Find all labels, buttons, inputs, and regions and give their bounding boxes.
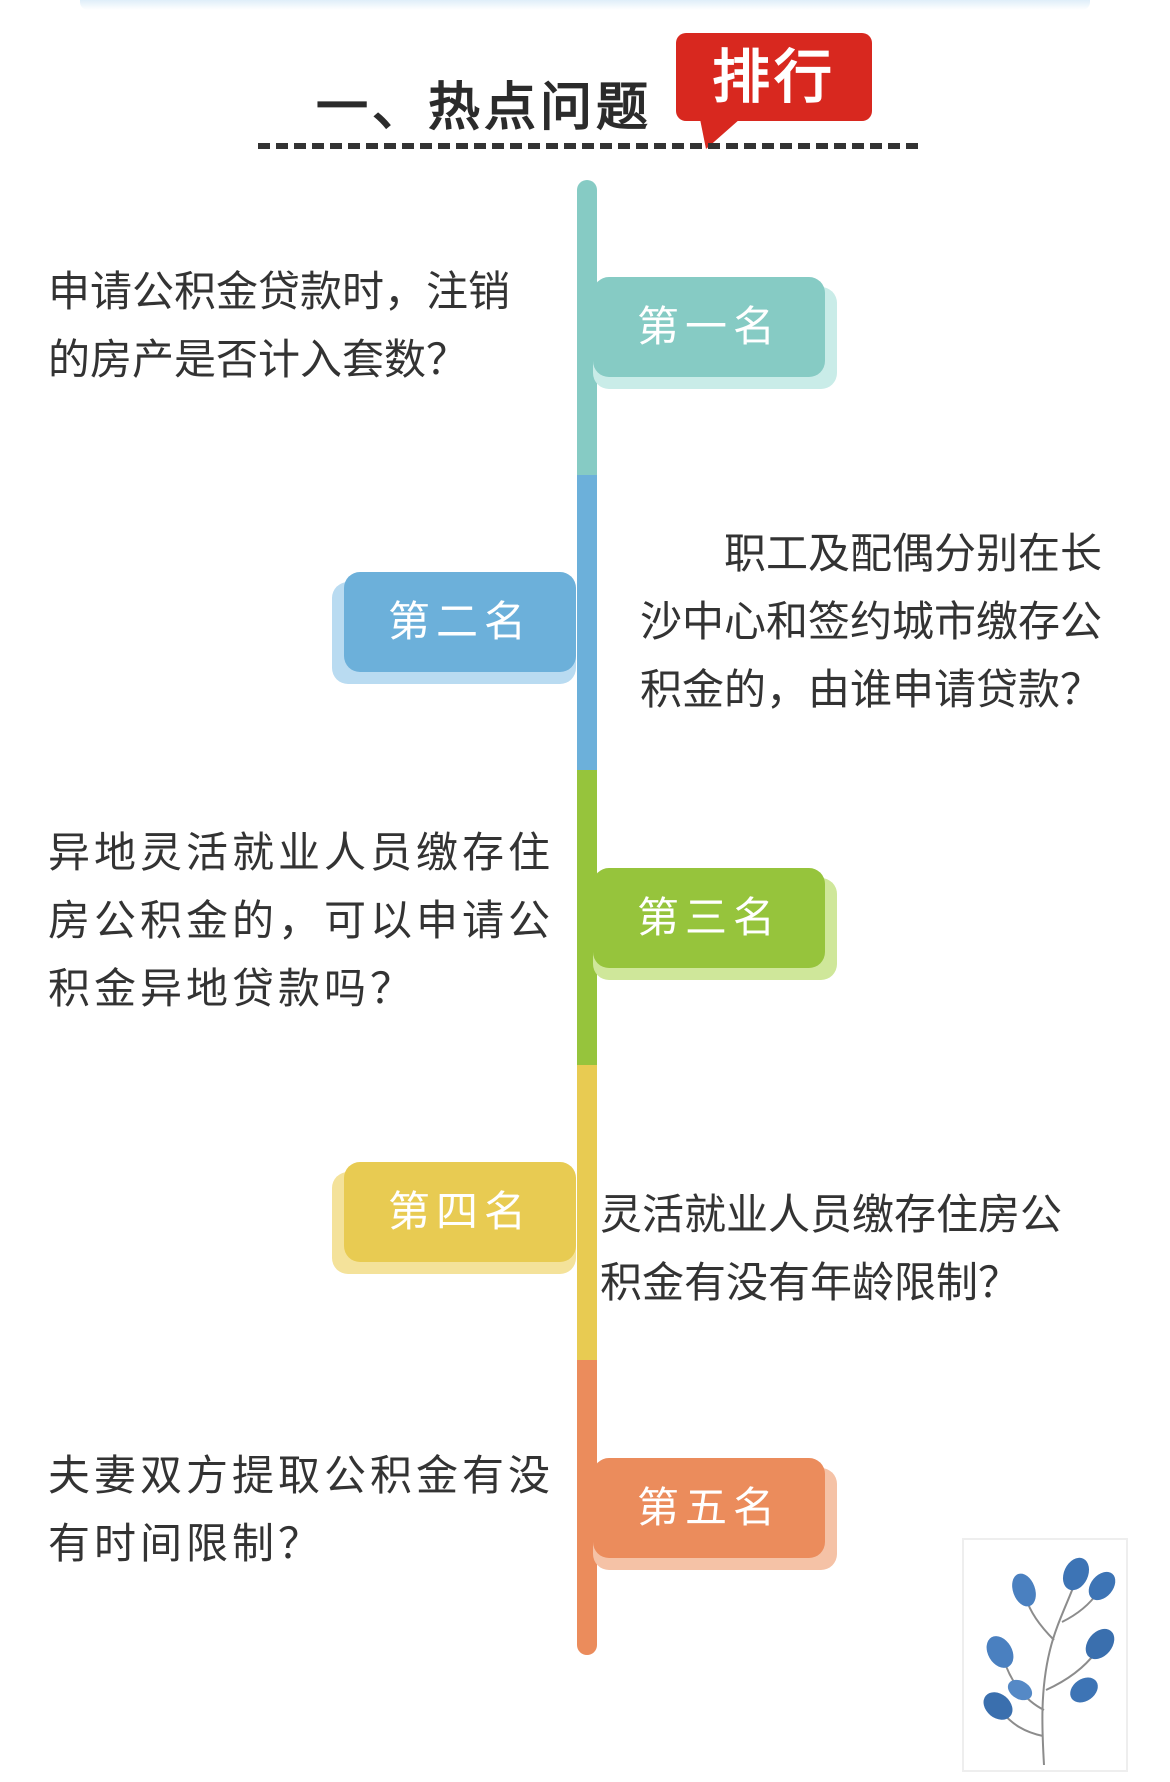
section-title: 一、热点问题 <box>316 78 653 138</box>
rank-3-question-line-3: 积金异地贷款吗？ <box>48 964 417 1013</box>
rank-2-question: 职工及配偶分别在长 沙中心和签约城市缴存公 积金的，由谁申请贷款？ <box>640 520 1102 724</box>
ranking-badge-text: 排行 <box>711 43 836 111</box>
rank-4-label: 第四名 <box>387 1187 532 1236</box>
section-header: 一、热点问题 排行 <box>0 25 1170 155</box>
dashed-divider <box>258 143 918 149</box>
plant-icon <box>962 1538 1128 1772</box>
rank-2-question-line-1: 职工及配偶分别在长 <box>640 529 1103 578</box>
rank-5-question: 夫妻双方提取公积金有没 有时间限制？ <box>48 1442 554 1578</box>
timeline-segment-3 <box>577 770 597 1065</box>
rank-2-question-line-3: 积金的，由谁申请贷款？ <box>640 665 1103 714</box>
timeline-segment-2 <box>577 475 597 770</box>
rank-4-question-line-2: 积金有没有年龄限制？ <box>600 1258 1021 1307</box>
rank-4-tab-face <box>344 1162 576 1262</box>
rank-2-question-line-2: 沙中心和签约城市缴存公 <box>640 597 1103 646</box>
rank-2-tab[interactable]: 第二名 <box>332 572 576 684</box>
rank-2-label: 第二名 <box>387 597 532 646</box>
timeline-segment-4 <box>577 1065 597 1360</box>
rank-3-question-line-1: 异地灵活就业人员缴存住 <box>48 828 555 877</box>
rank-5-tab[interactable]: 第五名 <box>593 1458 837 1570</box>
timeline-segment-1 <box>577 180 597 475</box>
rank-4-question: 灵活就业人员缴存住房公 积金有没有年龄限制？ <box>600 1181 1062 1317</box>
rank-1-question: 申请公积金贷款时，注销 的房产是否计入套数？ <box>48 258 510 394</box>
ranking-badge: 排行 <box>676 33 872 121</box>
rank-5-question-line-2: 有时间限制？ <box>48 1519 325 1568</box>
rank-4-question-line-1: 灵活就业人员缴存住房公 <box>600 1190 1063 1239</box>
plant-illustration <box>983 1557 1116 1766</box>
rank-5-tab-face <box>593 1458 825 1558</box>
timeline-segment-5 <box>577 1360 597 1655</box>
top-strip <box>80 0 1090 10</box>
rank-1-question-line-1: 申请公积金贷款时，注销 <box>48 267 511 316</box>
rank-2-tab-face <box>344 572 576 672</box>
rank-1-tab-face <box>593 277 825 377</box>
rank-1-tab[interactable]: 第一名 <box>593 277 837 389</box>
rank-3-label: 第三名 <box>636 893 781 942</box>
rank-3-question: 异地灵活就业人员缴存住 房公积金的，可以申请公 积金异地贷款吗？ <box>48 819 554 1023</box>
rank-4-tab[interactable]: 第四名 <box>332 1162 576 1274</box>
rank-5-question-line-1: 夫妻双方提取公积金有没 <box>48 1451 555 1500</box>
rank-3-question-line-2: 房公积金的，可以申请公 <box>48 896 555 945</box>
rank-5-label: 第五名 <box>636 1483 781 1532</box>
rank-3-tab-face <box>593 868 825 968</box>
rank-1-label: 第一名 <box>636 302 781 351</box>
rank-3-tab[interactable]: 第三名 <box>593 868 837 980</box>
rank-1-question-line-2: 的房产是否计入套数？ <box>48 335 469 384</box>
timeline-bar <box>577 180 597 1655</box>
